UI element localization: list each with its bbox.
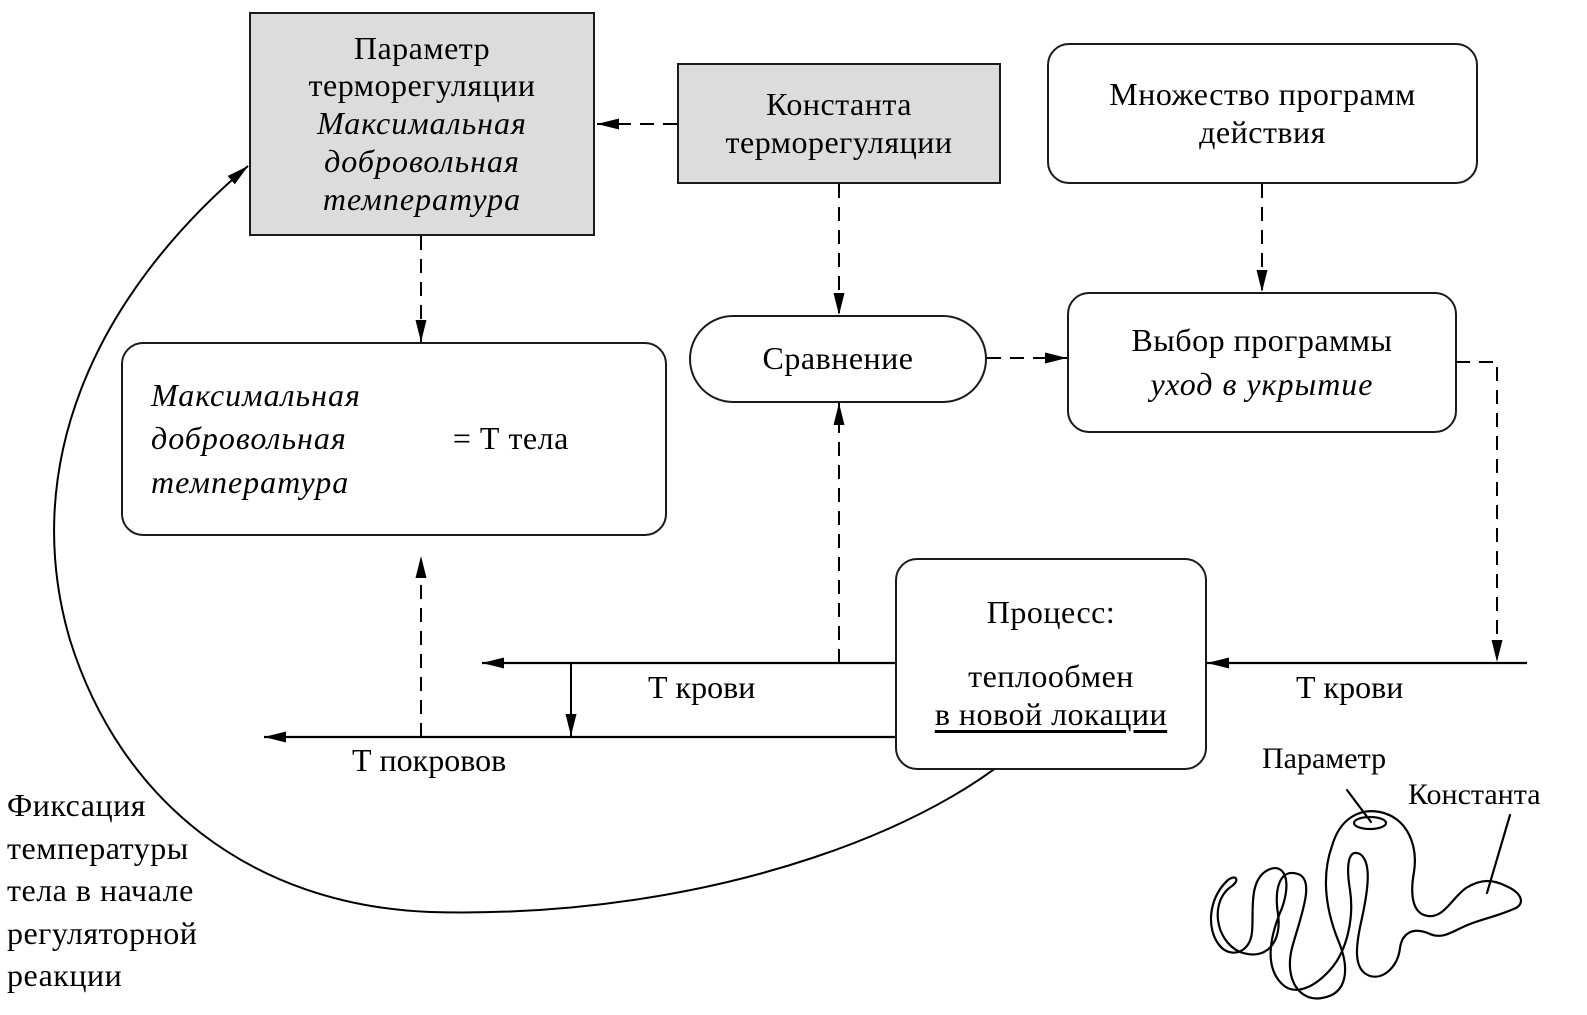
parameter-italic-line2: добровольная: [324, 142, 520, 179]
flow-label-t-skin: Т покровов: [352, 742, 507, 778]
arrow-choice-to-blood-line: [1456, 361, 1503, 662]
snake-parameter-label: Параметр: [1262, 742, 1387, 775]
program-choice-line1: Выбор программы: [1131, 321, 1393, 358]
annotation-line: Фиксация: [7, 787, 146, 823]
annotation-line: температуры: [7, 829, 189, 866]
programs-line1: Множество программ: [1109, 75, 1416, 112]
parameter-italic-line3: температура: [322, 180, 522, 217]
programs-box: Множество программ действия: [1047, 43, 1478, 184]
equation-italic-line1: Максимальная: [151, 377, 361, 414]
process-line2: теплообмен: [968, 658, 1134, 695]
curve-fixation-feedback: [53, 165, 1041, 914]
program-choice-box: Выбор программы уход в укрытие: [1067, 292, 1457, 433]
annotation-line: реакции: [7, 957, 123, 994]
equation-lhs: Максимальная добровольная температура: [151, 374, 361, 504]
process-line1: Процесс:: [986, 594, 1116, 631]
constant-line2: терморегуляции: [725, 123, 953, 160]
parameter-title-line1: Параметр: [353, 29, 491, 66]
constant-line1: Константа: [766, 85, 912, 122]
parameter-box: Параметр терморегуляции Максимальная доб…: [249, 12, 595, 236]
snake-icon: [1209, 788, 1523, 1000]
equation-rhs: = Т тела: [452, 420, 569, 457]
annotation-line: регуляторной: [7, 914, 198, 951]
fixation-annotation: Фиксация температуры тела в начале регул…: [7, 784, 197, 997]
equation-italic-line3: температура: [151, 463, 350, 500]
flow-label-t-blood-right: Т крови: [1296, 669, 1404, 705]
program-choice-italic: уход в укрытие: [1150, 365, 1374, 402]
equation-italic-line2: добровольная: [151, 420, 347, 457]
annotation-line: тела в начале: [7, 872, 194, 909]
constant-box: Константа терморегуляции: [677, 63, 1001, 184]
comparison-box: Сравнение: [689, 315, 987, 403]
parameter-italic-line1: Максимальная: [317, 105, 527, 142]
parameter-title-line2: терморегуляции: [308, 67, 536, 104]
equation-box: Максимальная добровольная температура = …: [121, 342, 667, 536]
programs-line2: действия: [1199, 113, 1326, 150]
process-box: Процесс: теплообмен в новой локации: [895, 558, 1207, 770]
snake-constant-label: Константа: [1408, 778, 1541, 811]
process-line3: в новой локации: [934, 695, 1168, 732]
flow-label-t-blood-left: Т крови: [648, 669, 756, 705]
comparison-label: Сравнение: [762, 340, 914, 377]
